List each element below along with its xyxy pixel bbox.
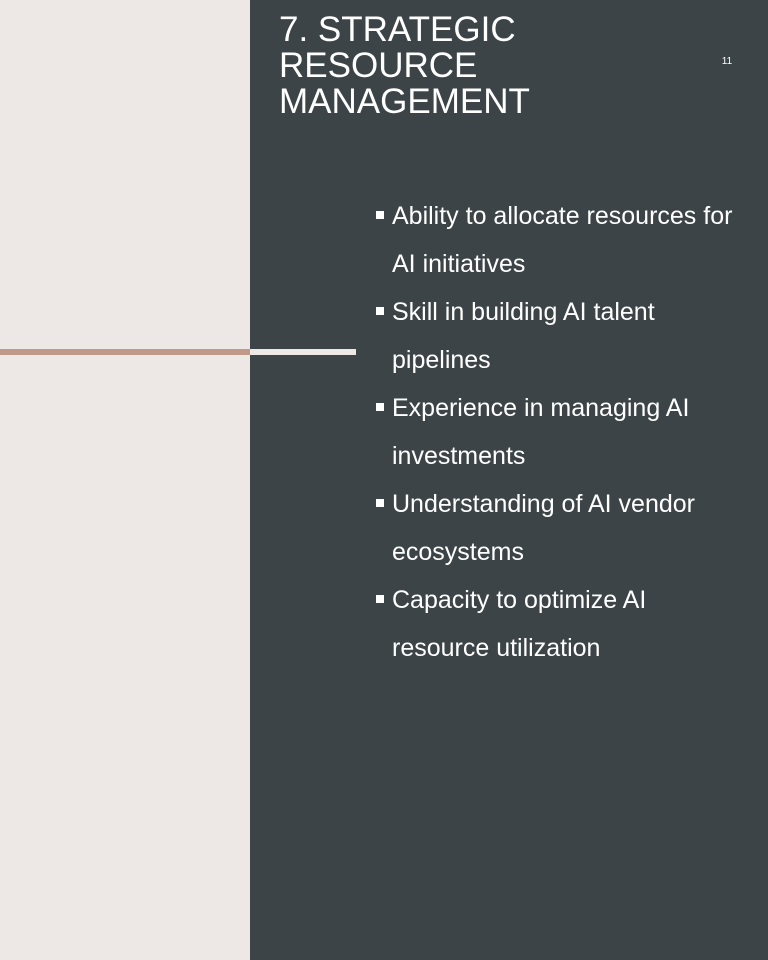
bullet-text: Skill in building AI talent pipelines xyxy=(392,298,655,374)
bullet-item: Capacity to optimize AI resource utiliza… xyxy=(374,576,734,672)
right-panel xyxy=(250,0,768,960)
square-bullet-icon xyxy=(376,499,384,507)
slide-number: 11 xyxy=(721,56,733,67)
bullet-text: Understanding of AI vendor ecosystems xyxy=(392,490,695,566)
accent-divider-line xyxy=(0,349,250,355)
bullet-text: Capacity to optimize AI resource utiliza… xyxy=(392,586,647,662)
bullet-text: Experience in managing AI investments xyxy=(392,394,690,470)
square-bullet-icon xyxy=(376,211,384,219)
bullet-text: Ability to allocate resources for AI ini… xyxy=(392,202,733,278)
bullet-list: Ability to allocate resources for AI ini… xyxy=(374,192,734,672)
bullet-item: Skill in building AI talent pipelines xyxy=(374,288,734,384)
square-bullet-icon xyxy=(376,307,384,315)
bullet-item: Ability to allocate resources for AI ini… xyxy=(374,192,734,288)
accent-divider-line-extension xyxy=(250,349,356,355)
left-panel xyxy=(0,0,250,960)
square-bullet-icon xyxy=(376,403,384,411)
square-bullet-icon xyxy=(376,595,384,603)
slide-title: 7. Strategic Resource Management xyxy=(279,10,530,121)
bullet-item: Experience in managing AI investments xyxy=(374,384,734,480)
bullet-item: Understanding of AI vendor ecosystems xyxy=(374,480,734,576)
